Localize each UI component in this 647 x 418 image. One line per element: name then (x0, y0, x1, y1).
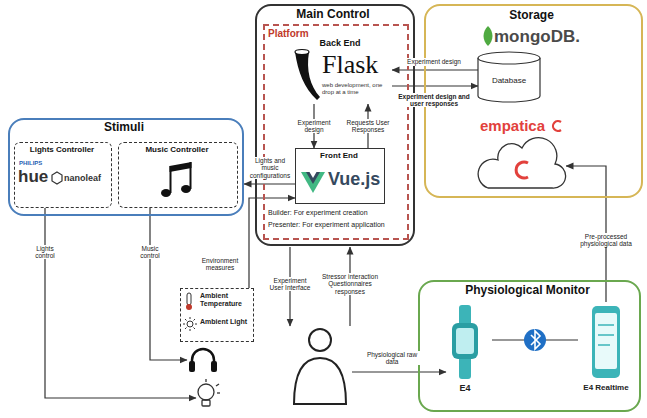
ambient-sensors: Ambient TemperatureAmbient Light (180, 288, 254, 342)
node-title: Main Control (255, 8, 411, 22)
raw-data-arrow (352, 371, 446, 372)
front-end-box: Front EndVue.js (295, 148, 385, 204)
node-title: Front End (295, 151, 383, 160)
edge-label: Requests User Responses (345, 119, 391, 134)
node-text: hue (18, 167, 54, 187)
note-label: Music control (130, 245, 170, 260)
physiological-monitor-panel: Physiological MonitorE4 E4 Realtime (418, 280, 641, 412)
node-text: Vue.js (328, 169, 384, 190)
node-text: Ambient Light (200, 318, 252, 326)
node-title: Back End (288, 38, 392, 48)
edge-label: Experiment design (406, 58, 462, 65)
back-end-flask: Back EndFlask web development, one drop a… (288, 38, 392, 104)
node-title: Database (478, 76, 540, 85)
e4-wristband: E4 (438, 302, 492, 398)
lights-controller: Lights ControllerPHILIPShue nanoleaf (14, 142, 112, 208)
lights-control-line (45, 208, 196, 398)
edge-label: Environment measures (194, 257, 246, 272)
edge-label: Pre-processed physiological data (579, 233, 633, 248)
lightbulb-icon (198, 379, 220, 406)
database-cylinder-icon (478, 52, 540, 102)
node-title: E4 (438, 383, 492, 393)
node-text: Presenter: For experiment application (268, 221, 406, 229)
e4-realtime-app: E4 Realtime (578, 302, 634, 398)
sun-icon (183, 317, 197, 331)
node-title: empatica (480, 117, 554, 134)
edge-label: Experiment design and user responses (395, 93, 473, 108)
database-cylinder: Database (478, 52, 540, 102)
empatica-symbol (553, 121, 561, 131)
thermometer-icon (186, 293, 192, 310)
note-label: Physiological raw data (364, 351, 420, 366)
headphones-icon (189, 349, 217, 372)
node-text: mongoDB. (494, 27, 624, 47)
person-icon (294, 329, 346, 404)
node-title: Stimuli (8, 121, 240, 135)
note-label: Experiment User Interface (268, 277, 312, 292)
cloud-icon (478, 138, 565, 188)
music-control-line (150, 208, 187, 360)
stimuli-panel: StimuliLights ControllerPHILIPShue nanole… (8, 118, 244, 216)
node-title: Storage (424, 9, 639, 23)
e4-watch-icon (452, 305, 478, 379)
music-controller: Music Controller (118, 142, 238, 208)
connector (392, 69, 478, 70)
note-label: Lights control (25, 245, 65, 260)
node-text: nanoleaf (64, 173, 110, 183)
vue-logo (301, 172, 325, 193)
connector (244, 183, 295, 184)
node-title: Physiological Monitor (418, 284, 637, 298)
edge-label: Lights and music configurations (247, 157, 293, 179)
node-title: Platform (268, 28, 328, 40)
phone-icon (592, 306, 620, 378)
nanoleaf-icon (52, 172, 62, 184)
node-title: E4 Realtime (578, 383, 634, 392)
node-text: Builder: For experiment creation (268, 209, 406, 217)
node-title: Ambient Temperature (200, 292, 252, 308)
empatica-cloud: empatica (470, 116, 566, 190)
flask-horn-logo (295, 50, 320, 101)
node-text: web development, one drop at a time (322, 82, 390, 96)
bluetooth-icon (524, 329, 546, 351)
note-label: Stressor interaction Questionnaires resp… (319, 273, 381, 295)
music-note-icon (161, 162, 192, 197)
mongodb-leaf (484, 26, 493, 46)
main-control-panel: Main ControlPlatformBuilder: For experim… (255, 4, 415, 246)
node-title: Lights Controller (14, 145, 110, 154)
node-text: PHILIPS (19, 160, 55, 167)
node-title: Music Controller (118, 145, 236, 154)
edge-label: Experiment design (293, 119, 335, 134)
node-text: Flask (322, 50, 392, 80)
connector (392, 85, 478, 86)
